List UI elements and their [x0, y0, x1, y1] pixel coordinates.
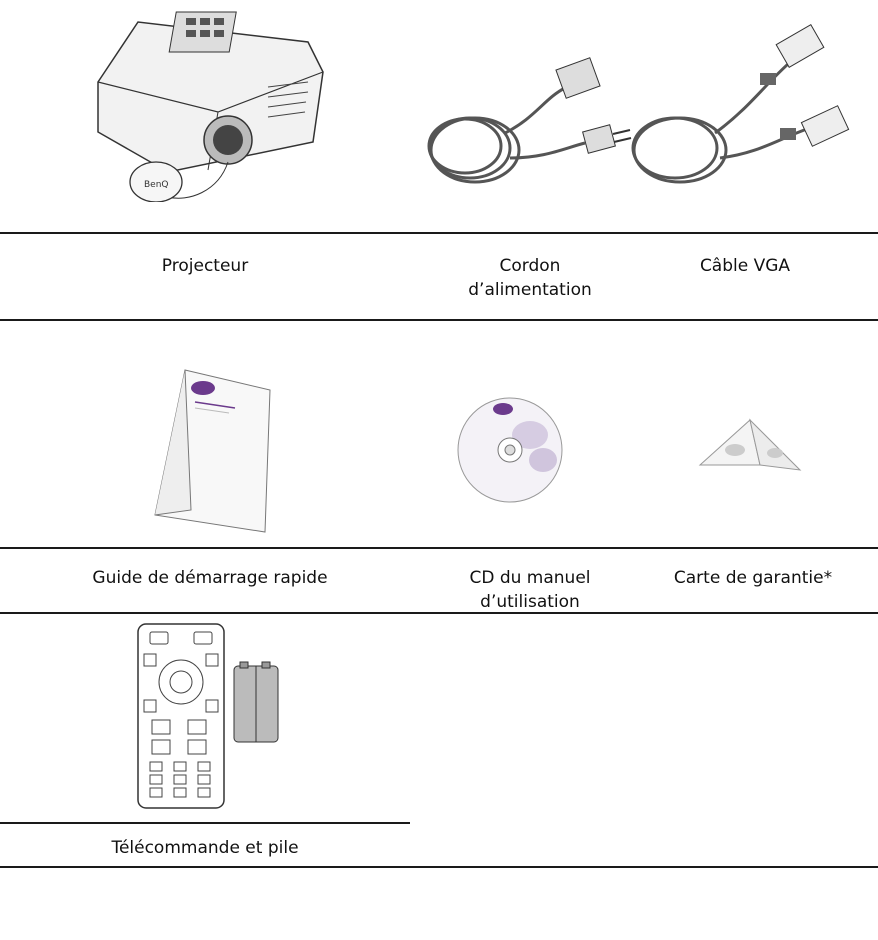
vga-cable-illustration — [620, 18, 850, 198]
caption-user-manual-cd: CD du manuel d’utilisation — [469, 568, 591, 612]
warranty-card-illustration — [695, 415, 805, 490]
user-manual-cd-illustration — [455, 395, 575, 505]
row-separator — [0, 232, 878, 234]
caption-quick-start-guide: Guide de démarrage rapide — [92, 568, 328, 588]
row-separator — [0, 547, 878, 549]
projector-illustration: BenQ — [78, 2, 328, 202]
row-separator — [0, 866, 878, 868]
row-separator — [0, 822, 410, 824]
power-cord-illustration — [415, 38, 635, 198]
row-separator — [0, 612, 878, 614]
logo-text: BenQ — [144, 180, 169, 190]
remote-and-battery-illustration — [136, 622, 286, 810]
quick-start-guide-illustration — [145, 360, 275, 535]
caption-warranty-card: Carte de garantie* — [673, 568, 833, 588]
caption-vga-cable: Câble VGA — [699, 256, 791, 276]
row-separator — [0, 319, 878, 321]
caption-projector: Projecteur — [161, 256, 249, 276]
caption-power-cord: Cordon d’alimentation — [468, 256, 592, 300]
caption-remote-and-battery: Télécommande et pile — [111, 838, 299, 858]
